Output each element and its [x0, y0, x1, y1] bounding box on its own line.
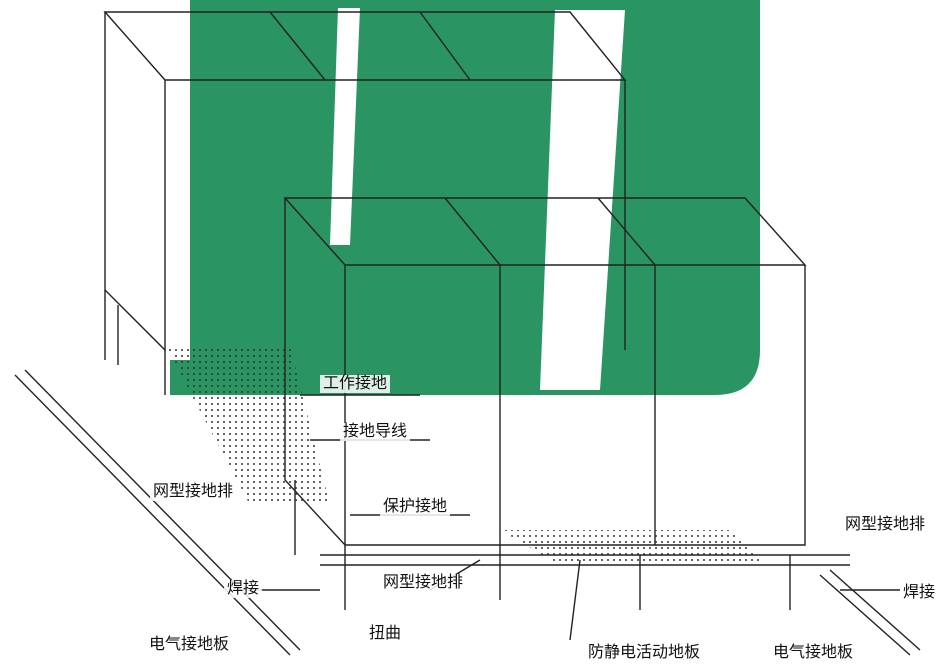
label-elec-plate-left: 电气接地板 — [146, 636, 233, 654]
logo-cutout — [540, 10, 625, 390]
antistatic-floor-left — [165, 345, 330, 505]
label-ground-wire: 接地导线 — [340, 423, 411, 441]
ground-bar-right — [819, 569, 921, 656]
back-cabinet — [103, 11, 627, 352]
cabinet-legs — [104, 290, 791, 610]
front-cabinet — [283, 197, 807, 547]
label-mesh-bar-left: 网型接地排 — [150, 483, 237, 501]
ground-bar-left — [14, 369, 301, 656]
label-elec-plate-right: 电气接地板 — [770, 644, 857, 662]
label-twist: 扭曲 — [366, 625, 405, 643]
antistatic-floor-right — [500, 530, 765, 565]
label-antistatic-floor: 防静电活动地板 — [585, 644, 704, 662]
logo-cutout — [330, 8, 360, 245]
leader-lines — [240, 394, 900, 641]
label-mesh-bar-right: 网型接地排 — [842, 516, 929, 534]
label-protect-ground: 保护接地 — [380, 498, 451, 516]
label-weld-left: 焊接 — [224, 580, 263, 598]
label-weld-right: 焊接 — [900, 584, 939, 602]
label-work-ground: 工作接地 — [320, 375, 391, 393]
label-mesh-bar-bottom: 网型接地排 — [380, 574, 467, 592]
